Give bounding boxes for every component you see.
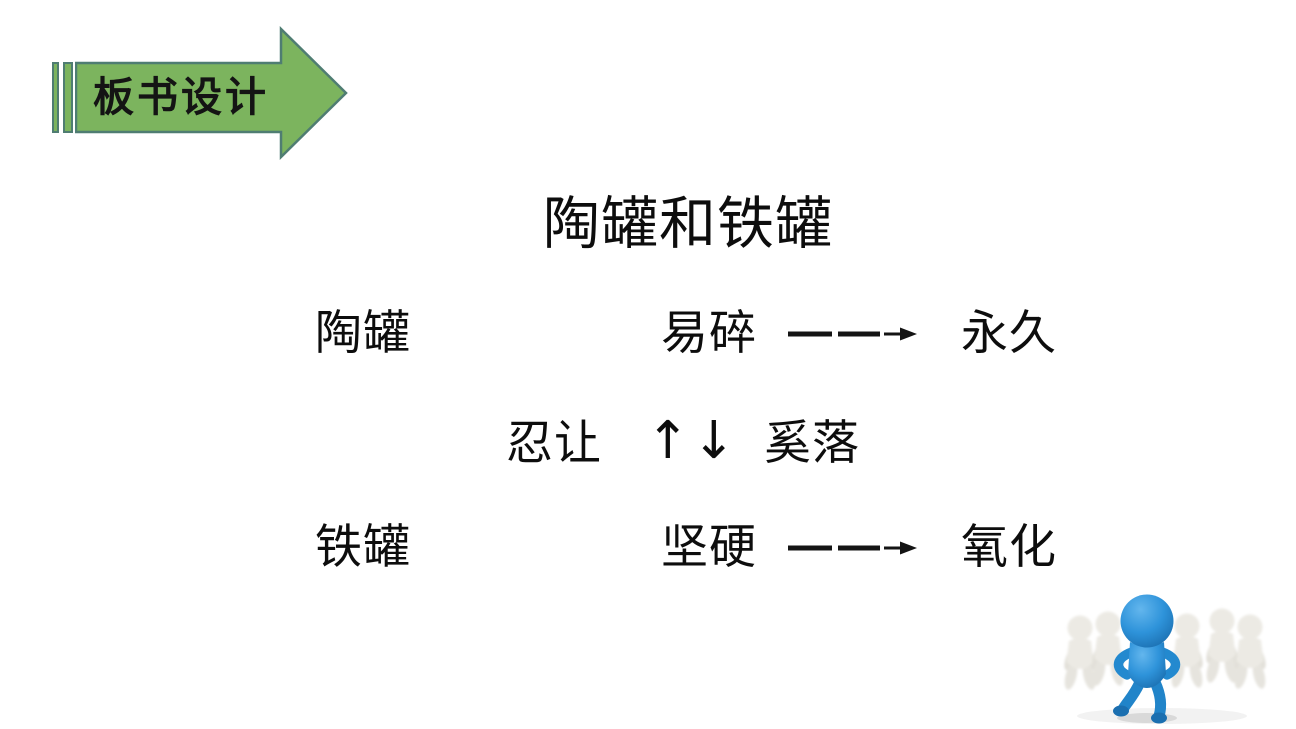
term-ridicule: 奚落 xyxy=(764,416,860,471)
banner-accent-bar-1 xyxy=(52,62,59,133)
up-arrow-icon: ↑ xyxy=(646,411,690,471)
banner-accent-bar-2 xyxy=(63,62,73,133)
down-arrow-icon: ↓ xyxy=(692,411,736,471)
term-clay-pot: 陶罐 xyxy=(315,306,411,361)
term-oxidized: 氧化 xyxy=(961,520,1057,575)
slide-title: 陶罐和铁罐 xyxy=(543,191,833,257)
term-permanent: 永久 xyxy=(961,306,1057,361)
right-arrow-icon xyxy=(788,541,917,555)
term-hard: 坚硬 xyxy=(661,520,757,575)
banner-right-arrow-shape xyxy=(75,26,348,160)
term-iron-pot: 铁罐 xyxy=(315,520,411,575)
term-fragile: 易碎 xyxy=(661,306,757,361)
leader-figures-illustration xyxy=(1061,594,1269,724)
banner-label: 板书设计 xyxy=(93,73,269,121)
term-forbearance: 忍让 xyxy=(506,416,602,471)
blue-figure xyxy=(1113,594,1181,724)
right-arrow-icon xyxy=(788,327,917,341)
